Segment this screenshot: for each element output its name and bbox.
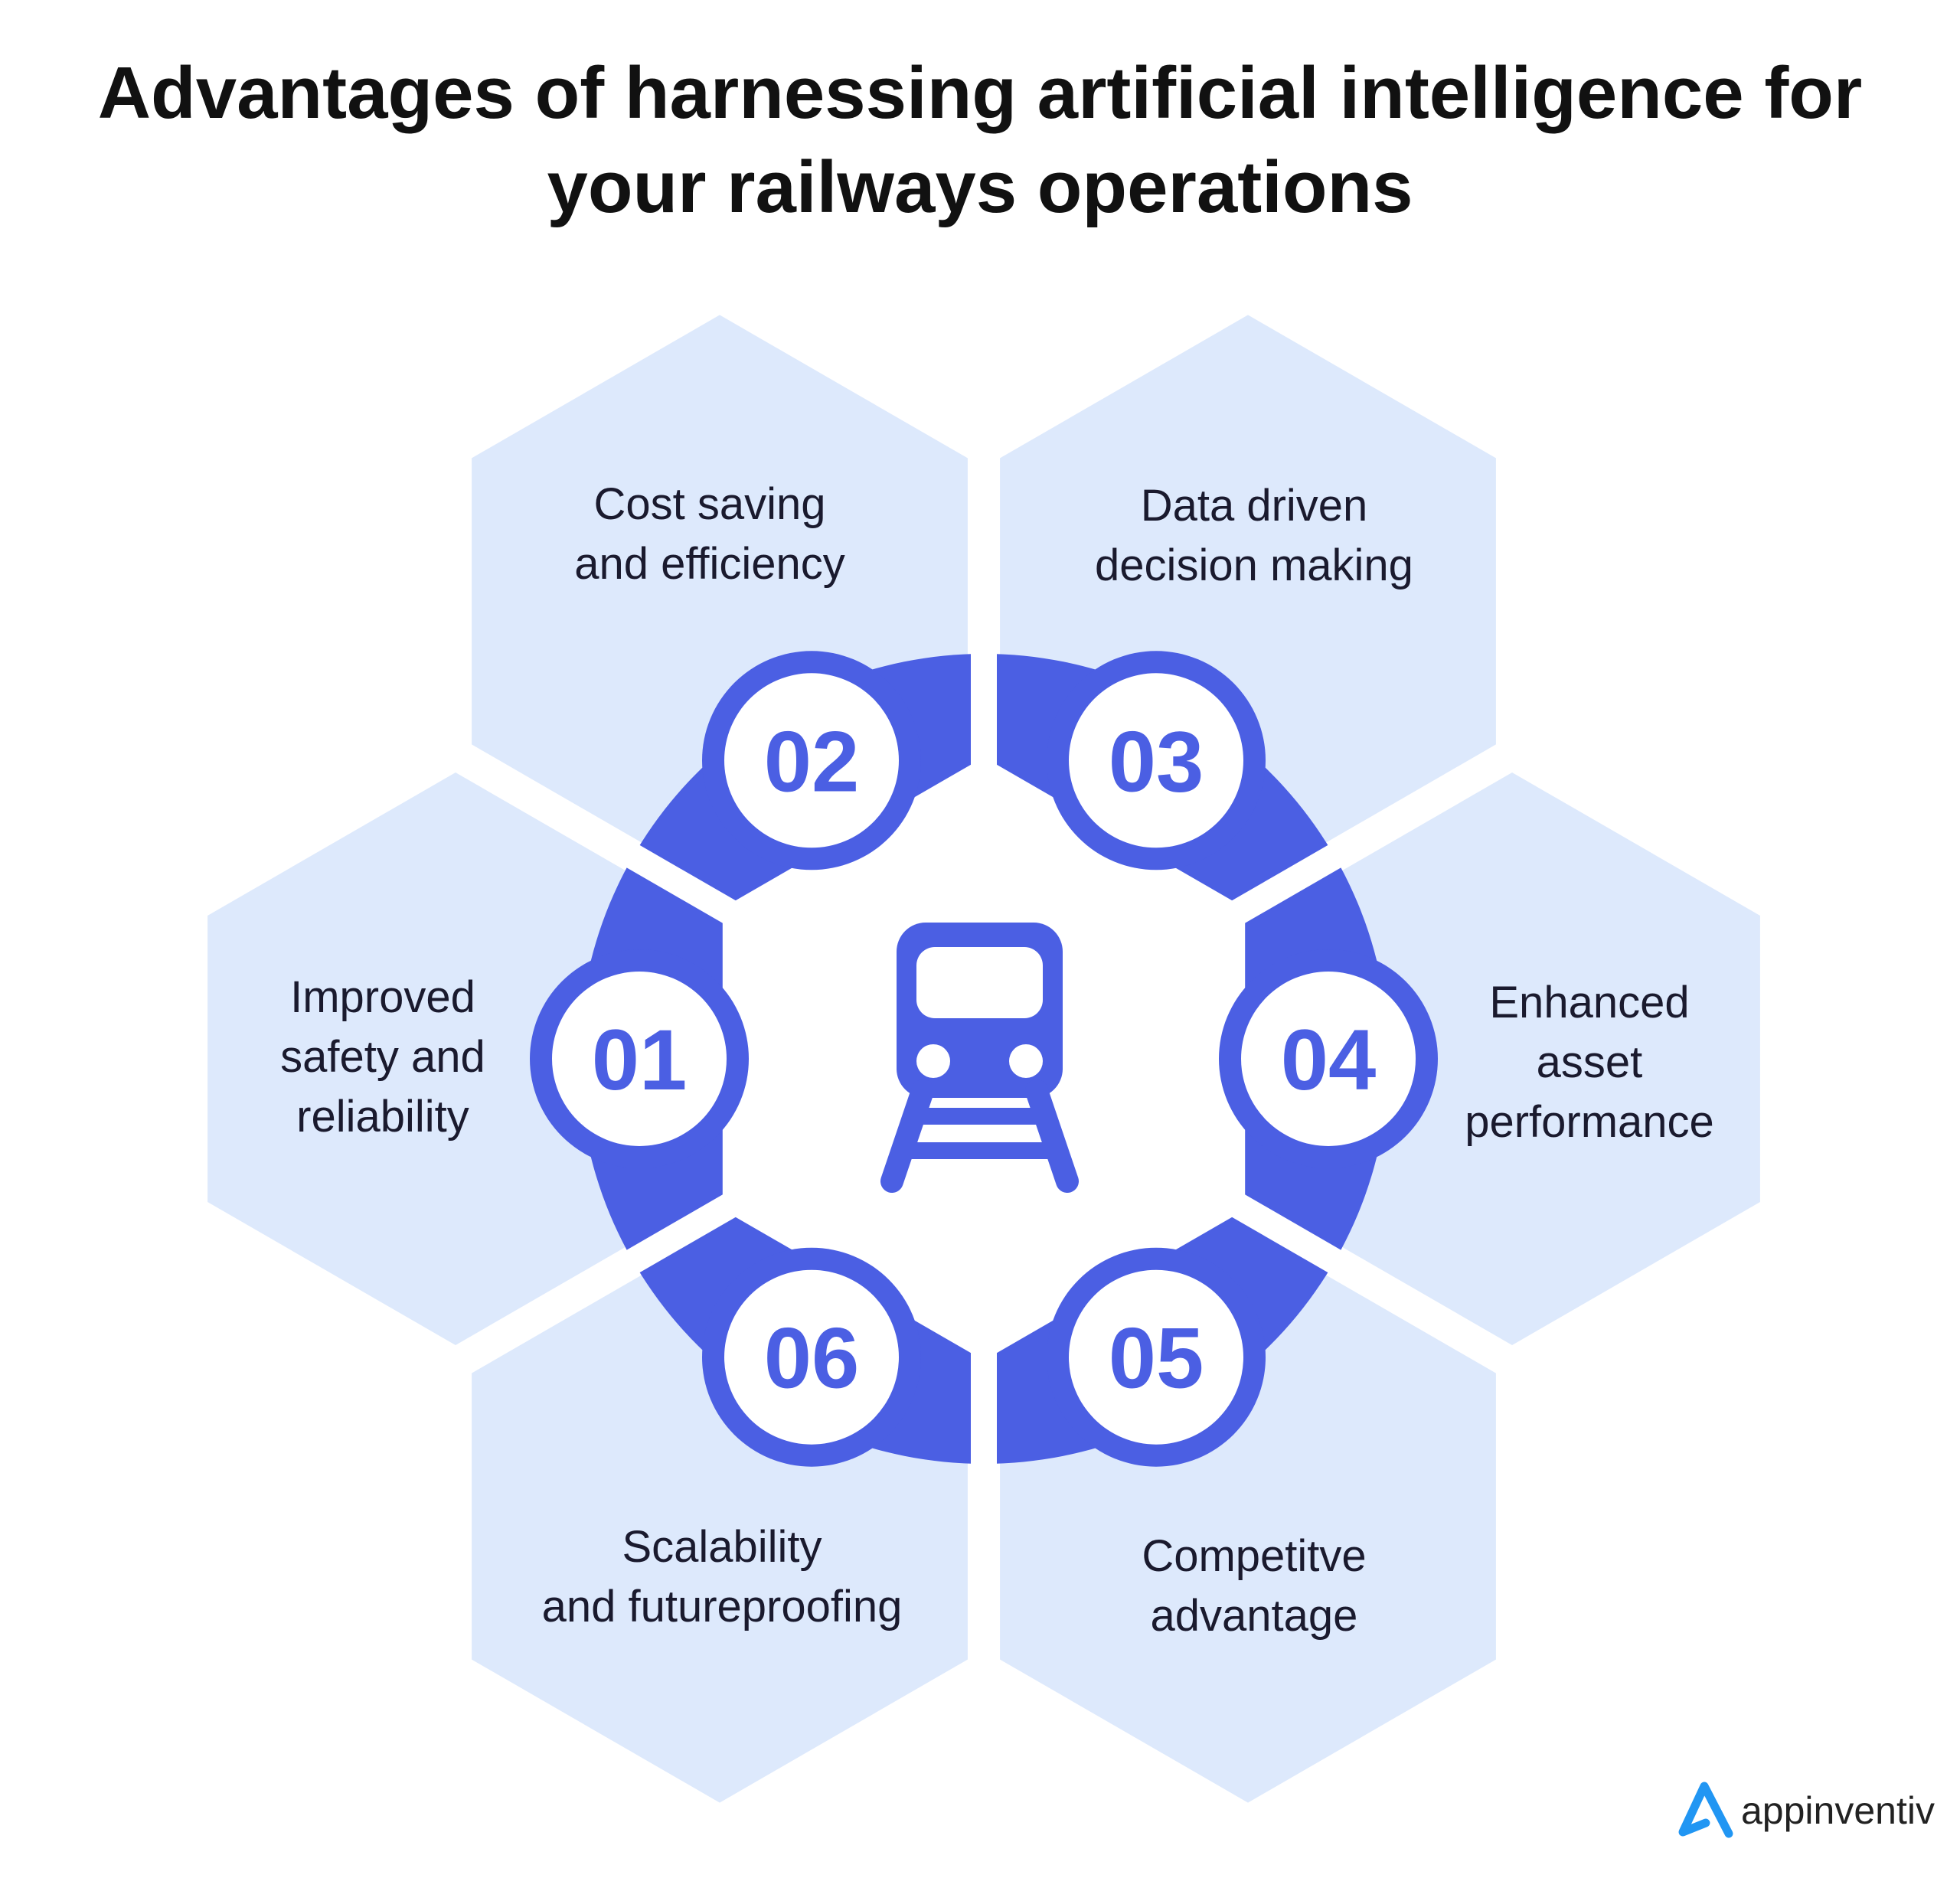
logo-icon [1678, 1782, 1733, 1838]
item-label-line: Data driven [1141, 481, 1368, 531]
hexagon-04 [1264, 772, 1760, 1345]
item-label-line: Improved [290, 972, 475, 1022]
number-badge-05: 05 [1047, 1247, 1266, 1467]
item-number: 03 [1109, 714, 1204, 809]
gap-line [593, 825, 739, 925]
item-label-line: performance [1465, 1097, 1714, 1147]
gap-line [1229, 825, 1375, 925]
title-line-1: Advantages of harnessing artificial inte… [97, 52, 1863, 134]
number-badge-02: 02 [702, 651, 921, 870]
item-label-line: Cost saving [593, 479, 825, 529]
item-number: 01 [592, 1012, 688, 1108]
item-label-line: Competitve [1142, 1531, 1366, 1581]
item-label-line: advantage [1151, 1591, 1358, 1641]
item-label-line: decision making [1095, 541, 1413, 590]
brand-name: appinventiv [1741, 1789, 1935, 1832]
train-icon [880, 923, 1079, 1193]
number-badge-01: 01 [530, 949, 749, 1168]
item-label-line: Enhanced [1489, 978, 1689, 1027]
item-number: 06 [764, 1311, 860, 1406]
item-label-line: reliability [296, 1092, 469, 1141]
title-line-2: your railways operations [547, 146, 1413, 228]
item-label-line: safety and [280, 1032, 485, 1082]
gap-line [1229, 1193, 1375, 1292]
hexagon-01 [207, 772, 704, 1345]
appinventiv-logo: appinventiv [1677, 1780, 1935, 1841]
number-badge-06: 06 [702, 1247, 921, 1467]
item-label-line: asset [1537, 1037, 1643, 1087]
number-badge-03: 03 [1047, 651, 1266, 870]
gap-line [593, 1193, 739, 1292]
item-label-line: Scalability [622, 1522, 822, 1572]
item-number: 05 [1109, 1311, 1204, 1406]
item-number: 04 [1281, 1012, 1377, 1108]
item-label-line: and futureproofing [542, 1582, 903, 1631]
number-badge-04: 04 [1219, 949, 1438, 1168]
page-title: Advantages of harnessing artificial inte… [0, 46, 1960, 234]
item-label-line: and efficiency [574, 539, 845, 589]
item-number: 02 [764, 714, 860, 809]
